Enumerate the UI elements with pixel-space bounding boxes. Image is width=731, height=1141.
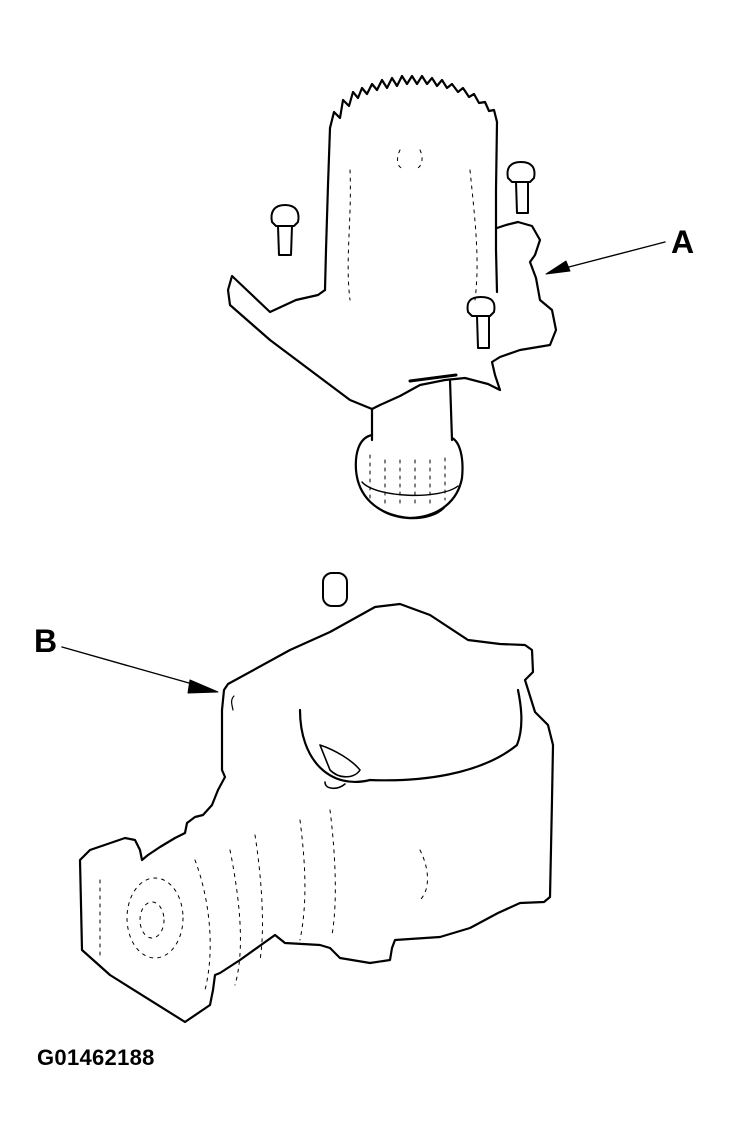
callout-b-leader [62, 647, 218, 693]
dowel-pin [323, 573, 347, 606]
part-a-upper-housing [228, 76, 556, 519]
shaft-cap [356, 435, 463, 518]
flange [228, 222, 556, 409]
part-b-lower-housing [80, 604, 553, 1022]
callout-a-label: A [671, 224, 695, 260]
bolt-left [272, 205, 299, 255]
bolt-right-top [508, 162, 535, 213]
gear-teeth [330, 76, 497, 128]
figure-id: G01462188 [37, 1045, 155, 1070]
callout-b-label: B [34, 623, 58, 659]
bolt-front [468, 297, 495, 348]
callout-a-leader [546, 242, 665, 274]
housing-outline [80, 604, 553, 1022]
